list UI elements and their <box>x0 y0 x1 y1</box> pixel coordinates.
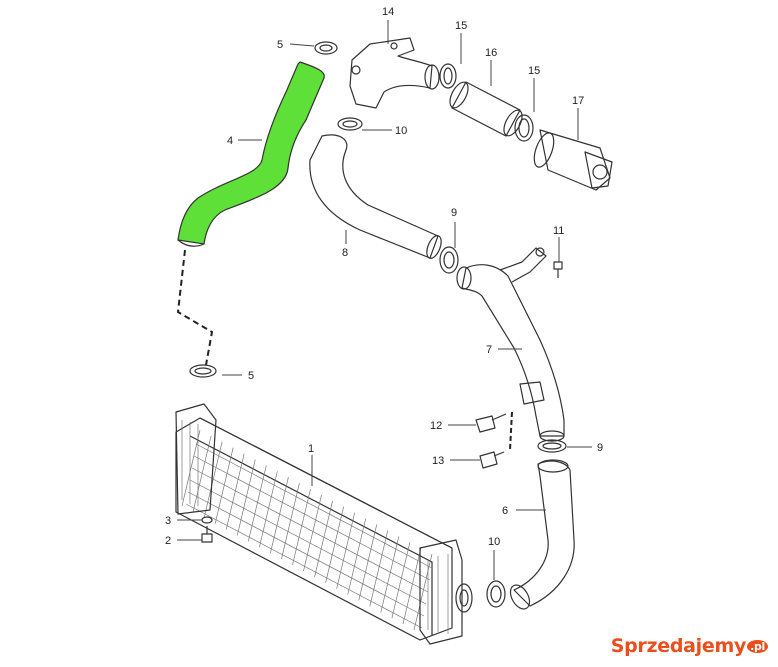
hose-part-6[interactable] <box>507 459 575 612</box>
watermark-suffix: .pl <box>747 639 768 653</box>
callout-4: 4 <box>227 135 233 147</box>
hose-part-4-highlighted[interactable] <box>177 61 325 247</box>
radiator-fin <box>336 512 356 589</box>
callout-1: 1 <box>308 443 314 455</box>
callout-5-top: 5 <box>277 39 283 51</box>
dashed-bolt-line <box>509 411 513 451</box>
radiator-fin <box>258 471 278 548</box>
hose-part-8[interactable] <box>309 134 444 260</box>
callout-13: 13 <box>432 455 444 467</box>
leader-lines <box>177 20 592 580</box>
radiator-rib <box>191 467 429 593</box>
radiator-fin <box>270 477 289 554</box>
callout-2: 2 <box>165 535 171 547</box>
callout-7: 7 <box>486 344 492 356</box>
callout-labels: 1 2 3 4 5 5 6 7 8 9 9 10 10 11 12 13 14 … <box>165 6 603 548</box>
callout-6: 6 <box>502 505 508 517</box>
callout-8: 8 <box>342 247 348 259</box>
sleeve-part-16[interactable] <box>446 79 526 138</box>
callout-10-top: 10 <box>395 125 407 137</box>
bolt-part-11[interactable] <box>553 261 563 278</box>
radiator-fin <box>303 494 322 572</box>
radiator-rib <box>187 491 425 617</box>
clamp-part-15-left[interactable] <box>439 63 457 89</box>
callout-14: 14 <box>382 6 394 18</box>
radiator-fin <box>203 441 223 518</box>
callout-15-left: 15 <box>455 20 467 32</box>
radiator-fin <box>314 500 333 577</box>
callout-10-bottom: 10 <box>488 536 500 548</box>
intercooler-part-1[interactable] <box>175 403 473 645</box>
radiator-fin <box>325 506 344 583</box>
callout-15-right: 15 <box>528 65 540 77</box>
clamp-part-10-top[interactable] <box>337 117 363 131</box>
callout-9-top: 9 <box>451 207 457 219</box>
dashed-connection-line <box>176 249 214 366</box>
washer-part-3[interactable] <box>201 516 213 524</box>
clamp-part-10-bottom[interactable] <box>486 580 506 608</box>
pipe-part-7[interactable] <box>456 247 565 442</box>
radiator-fin <box>236 459 256 536</box>
radiator-fin <box>214 447 234 524</box>
watermark-text: Sprzedajemy <box>610 635 747 657</box>
clamp-part-9-bottom[interactable] <box>537 439 567 453</box>
callout-9-bottom: 9 <box>597 442 603 454</box>
clamp-part-5-top[interactable] <box>314 41 338 55</box>
radiator-rib <box>189 479 427 605</box>
radiator-rib <box>193 455 431 581</box>
radiator-fin <box>281 483 300 560</box>
radiator-fin <box>247 465 267 542</box>
clamp-part-15-right[interactable] <box>514 114 534 142</box>
bolt-part-2[interactable] <box>201 526 213 543</box>
radiator-fin <box>192 435 212 512</box>
radiator-rib <box>195 443 433 569</box>
callout-12: 12 <box>430 420 442 432</box>
callout-17: 17 <box>572 95 584 107</box>
callout-11: 11 <box>553 225 564 237</box>
radiator-rib <box>185 503 423 629</box>
callout-3: 3 <box>165 515 171 527</box>
watermark-logo: Sprzedajemy.pl <box>611 633 768 659</box>
clamp-part-9-top[interactable] <box>439 246 459 274</box>
bolt-part-12[interactable] <box>475 413 507 433</box>
pipe-part-14[interactable] <box>349 37 440 109</box>
callout-5-bottom: 5 <box>248 370 254 382</box>
radiator-fin <box>292 488 311 566</box>
radiator-fin <box>225 453 245 530</box>
clamp-part-5-bottom[interactable] <box>189 364 217 378</box>
bolt-part-13[interactable] <box>479 451 505 469</box>
end-piece-part-17[interactable] <box>530 129 613 191</box>
callout-16: 16 <box>485 47 497 59</box>
radiator-fin <box>181 429 201 507</box>
